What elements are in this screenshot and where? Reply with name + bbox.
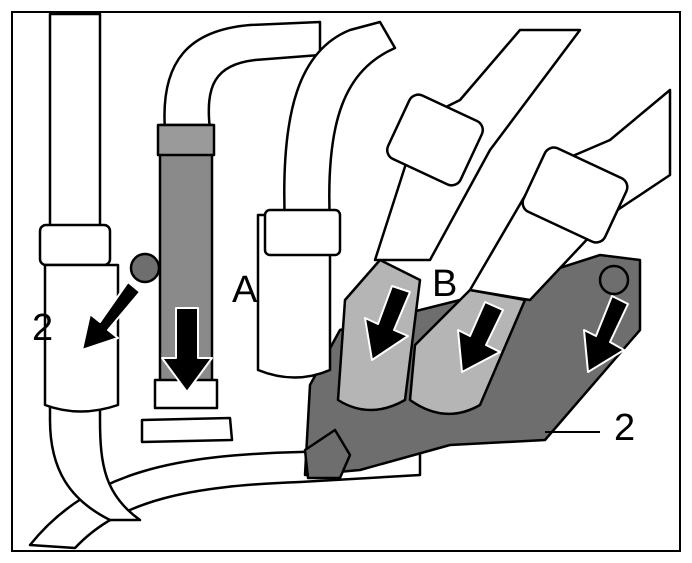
upper-right-pipe: [283, 20, 397, 227]
left-hose-sleeve: [43, 263, 120, 413]
bolt: [140, 416, 234, 444]
hose-b-left-clamp: [385, 93, 485, 187]
bracket-lug: [303, 428, 352, 480]
middle-hose-clamp: [263, 208, 342, 257]
arrow-hose-b-left-icon: [364, 285, 411, 361]
arrow-hose-a-icon: [161, 307, 213, 393]
left-bolt-head: [129, 252, 161, 284]
arrow-hose-b-right-icon: [457, 301, 504, 373]
hose-a-clamp-top: [156, 123, 216, 157]
right-bolt-head: [598, 264, 630, 296]
upper-bent-hose: [163, 20, 322, 132]
label-bolt-right: 2: [614, 407, 635, 449]
arrow-right-bolt-icon: [583, 295, 629, 373]
hose-a-clamp-bottom: [153, 378, 219, 410]
arrow-left-bolt-icon: [81, 281, 141, 351]
label-hose-b: B: [432, 263, 457, 305]
label-hose-a: A: [232, 269, 258, 311]
left-hose-clamp: [38, 223, 112, 267]
hose-b-right-clamp: [521, 146, 629, 244]
label-bolt-left: 2: [32, 307, 53, 349]
